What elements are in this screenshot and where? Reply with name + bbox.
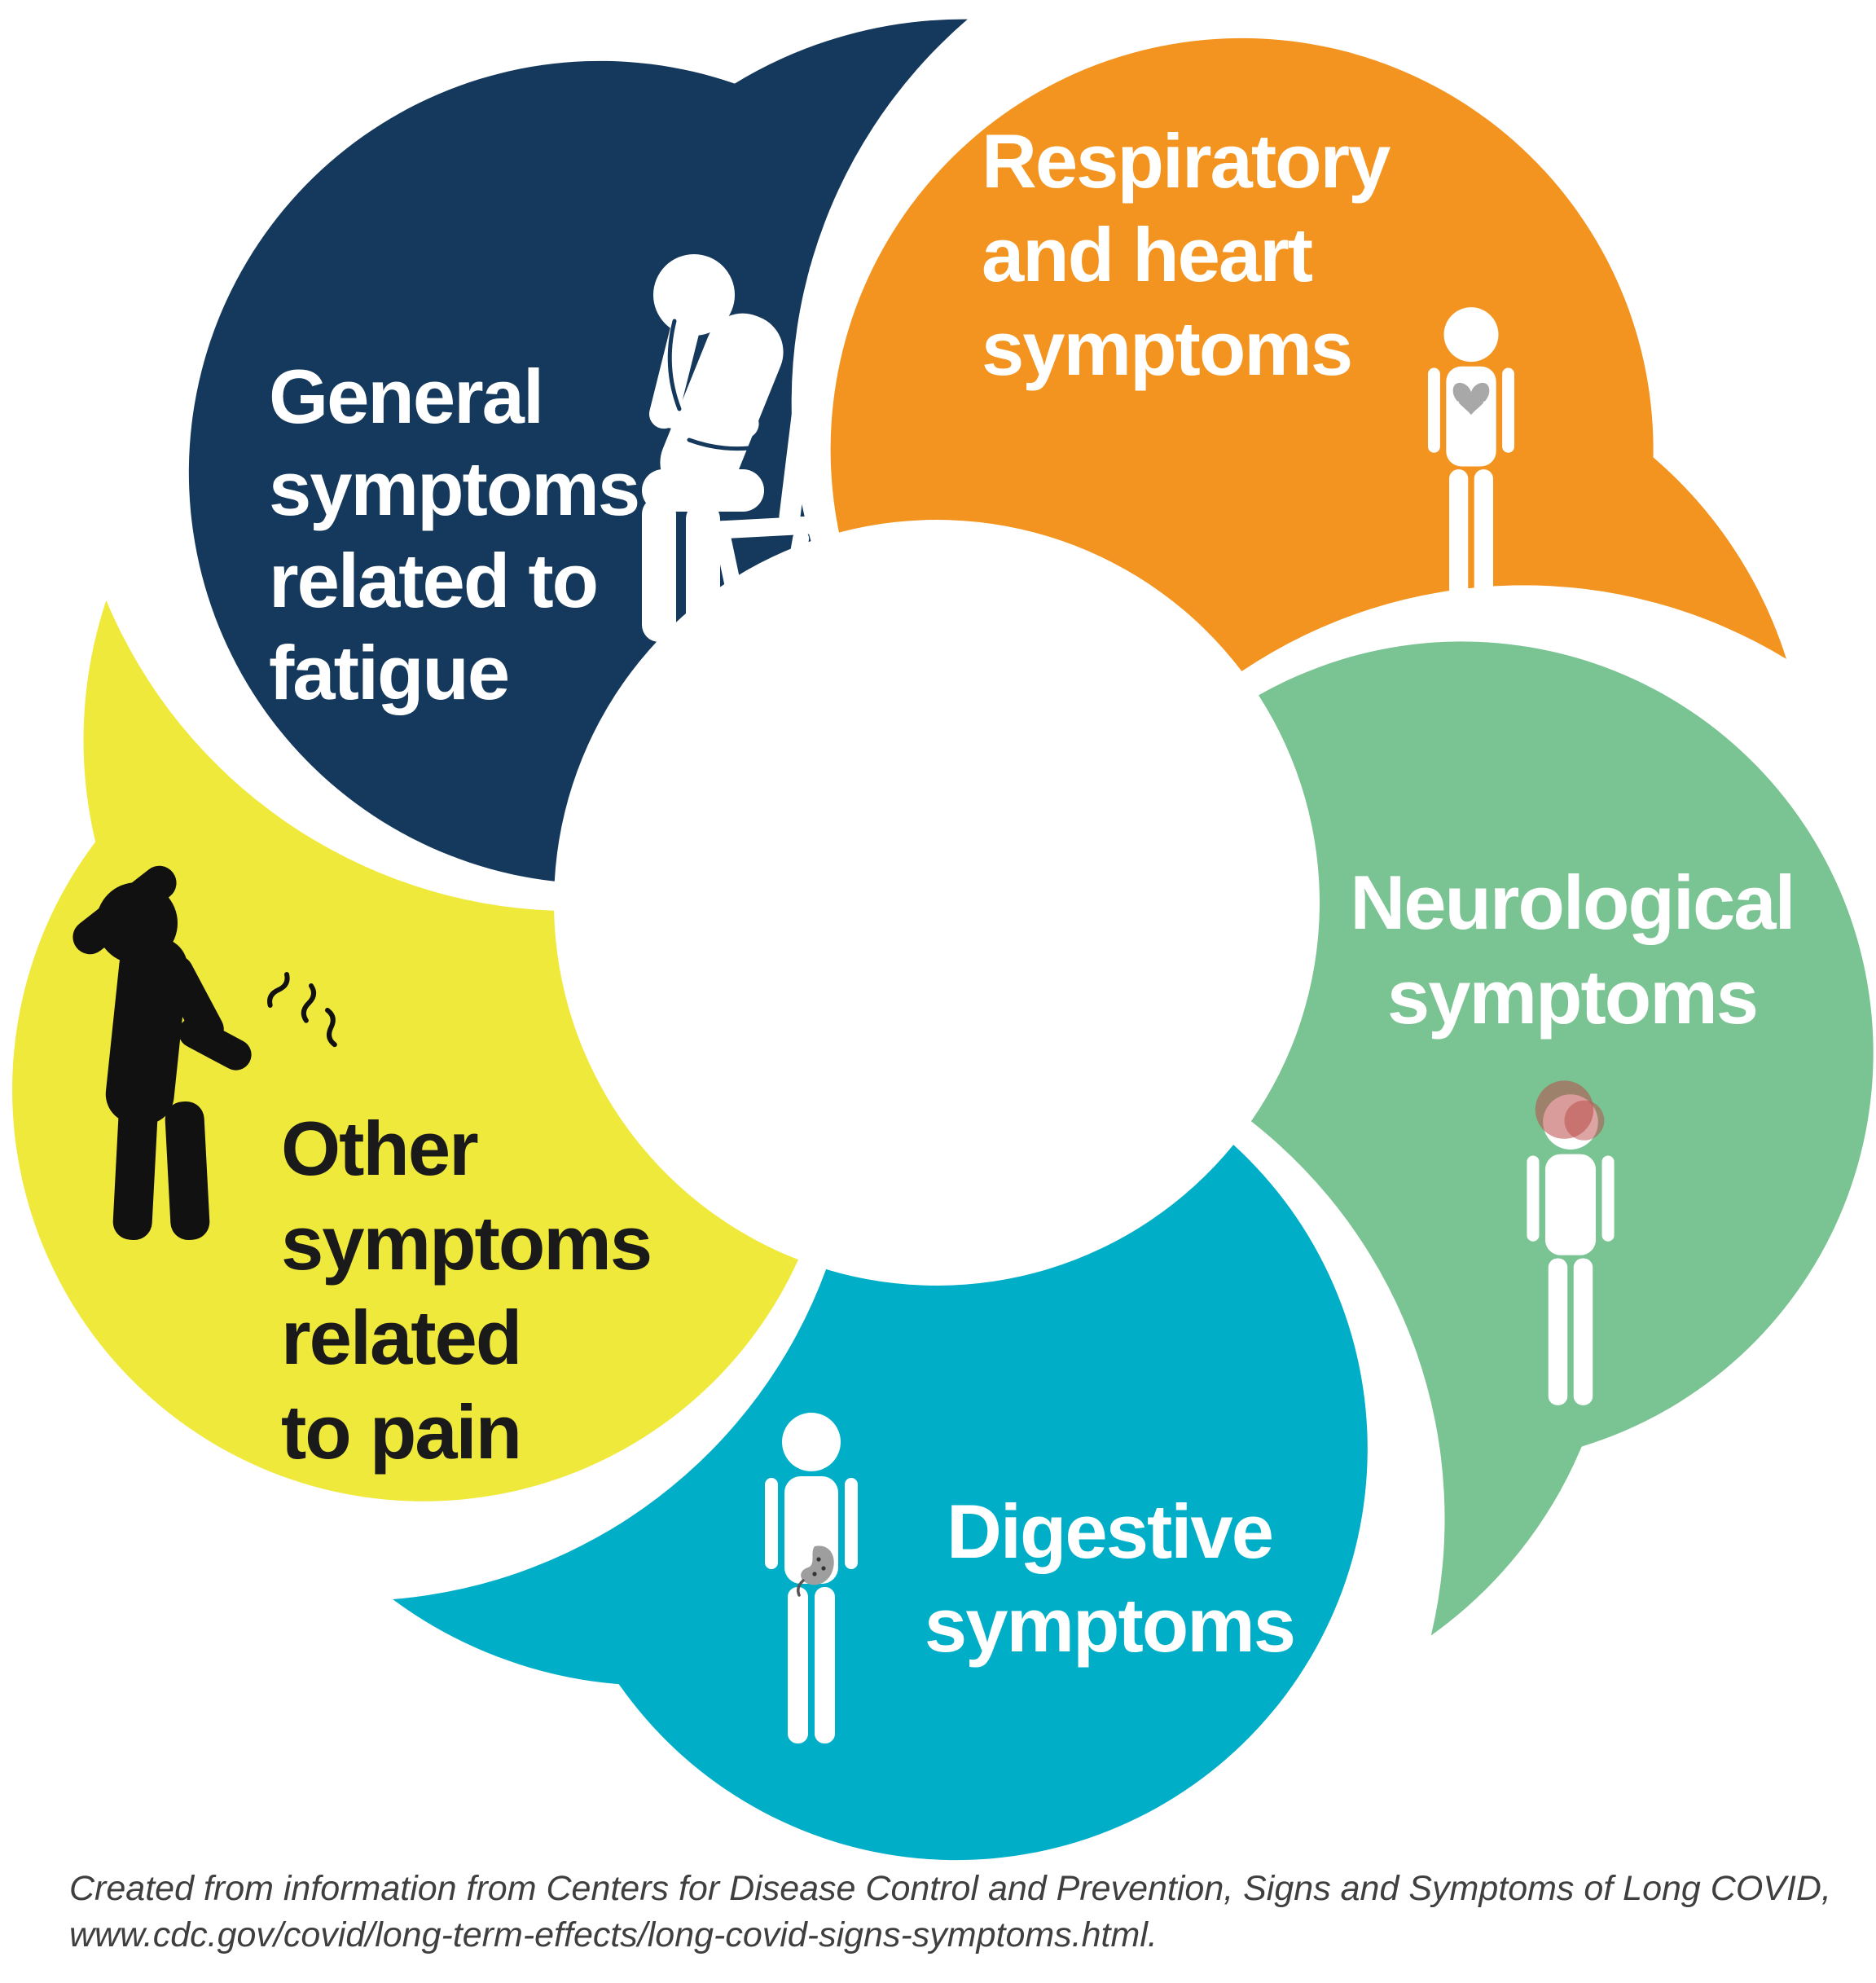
caption-line-1: Created from information from Centers fo… [69, 1869, 1831, 1908]
label-line: to pain [281, 1389, 522, 1475]
person-heart-lungs-icon [1427, 307, 1515, 615]
label-line: Neurological [1350, 860, 1795, 945]
source-caption: Created from information from Centers fo… [69, 1866, 1831, 1959]
label-line: symptoms [982, 306, 1353, 391]
label-line: symptoms [1386, 954, 1759, 1040]
segment-label-digestive: Digestive symptoms [841, 1484, 1378, 1672]
label-line: related [281, 1295, 522, 1380]
segment-label-neurological: Neurological symptoms [1303, 855, 1841, 1044]
person-head-highlight-icon [1527, 1080, 1615, 1405]
segment-label-general-fatigue: General symptoms related to fatigue [269, 350, 640, 719]
label-line: related to [269, 538, 599, 623]
label-line: General [269, 354, 544, 439]
label-line: symptoms [269, 446, 640, 531]
label-line: symptoms [924, 1582, 1296, 1668]
segment-label-respiratory-heart: Respiratory and heart symptoms [982, 114, 1391, 395]
label-line: and heart [982, 212, 1313, 297]
caption-line-2: www.cdc.gov/covid/long-term-effects/long… [69, 1915, 1158, 1954]
label-line: fatigue [269, 630, 510, 715]
lung-left-icon [1451, 401, 1460, 429]
stomach-icon [797, 1546, 834, 1597]
lung-right-icon [1483, 401, 1492, 429]
pain-squiggle-icon [267, 972, 337, 1048]
label-line: symptoms [281, 1200, 652, 1286]
person-pain-icon [72, 865, 337, 1241]
seated-person-head-in-hands-icon [642, 254, 837, 650]
label-line: Other [281, 1106, 479, 1191]
label-line: Digestive [947, 1488, 1274, 1574]
head-pain-highlight-icon [1564, 1100, 1605, 1141]
segment-label-other-pain: Other symptoms related to pain [281, 1101, 652, 1480]
label-line: Respiratory [982, 118, 1391, 204]
person-stomach-icon [765, 1413, 858, 1743]
heart-icon [1452, 382, 1490, 416]
